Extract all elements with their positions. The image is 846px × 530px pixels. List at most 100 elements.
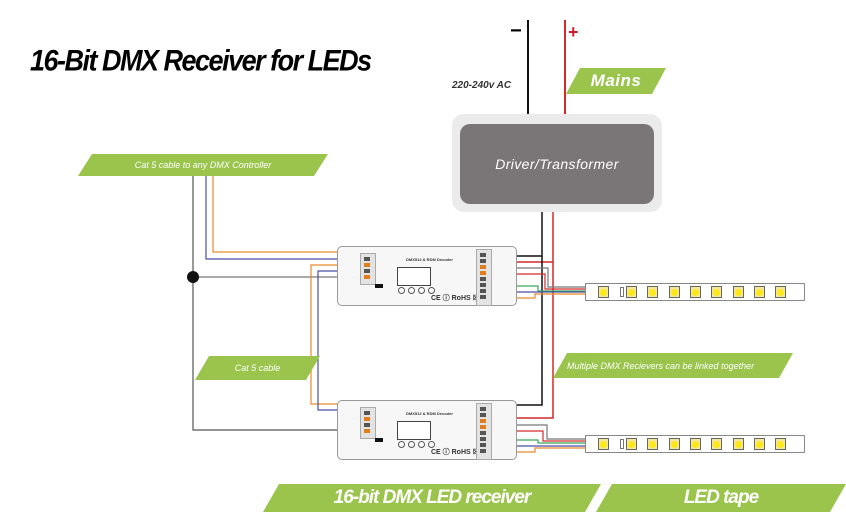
led-emitter <box>600 440 607 448</box>
led-emitter <box>628 440 635 448</box>
led-chip <box>775 286 787 298</box>
led-chip <box>732 286 744 298</box>
led-emitter <box>649 440 657 448</box>
terminal-screw <box>480 449 486 453</box>
certification-marks: CE ⓘ RoHS ☒ <box>431 449 479 456</box>
mains-banner: Mains <box>566 68 666 94</box>
tape2-grey-wire <box>491 424 585 440</box>
led-emitter <box>713 440 721 448</box>
led-chip <box>711 286 723 298</box>
dmx-input-terminal <box>360 253 376 285</box>
page-title: 16-Bit DMX Receiver for LEDs <box>30 44 372 77</box>
dmx-orange-wire <box>212 176 357 253</box>
led-chip <box>626 438 637 450</box>
enter-button <box>408 287 415 294</box>
terminal-screw <box>480 289 486 293</box>
led-chip <box>732 438 744 450</box>
terminal-screw <box>364 275 370 279</box>
terminal-screw <box>480 271 486 275</box>
tape2-red-wire <box>491 430 585 442</box>
led-emitter <box>670 440 678 448</box>
terminal-screw <box>480 437 486 441</box>
led-emitter <box>691 288 699 296</box>
dip-switch <box>375 438 383 442</box>
enter-button <box>408 441 415 448</box>
dmx-decoder-1: DMX512 & RDM Decoder CE ⓘ RoHS ☒ <box>337 246 517 306</box>
positive-symbol: + <box>568 22 579 42</box>
terminal-screw <box>480 407 486 411</box>
led-emitter <box>734 440 742 448</box>
output-terminal <box>476 249 492 306</box>
tape1-grey-wire <box>491 267 585 288</box>
terminal-screw <box>480 253 486 257</box>
led-emitter <box>649 288 657 296</box>
led-emitter <box>777 288 785 296</box>
terminal-screw <box>364 257 370 261</box>
up-button <box>418 441 425 448</box>
resistor <box>620 287 624 297</box>
led-emitter <box>691 440 699 448</box>
led-emitter <box>755 288 763 296</box>
cat5-link-banner: Cat 5 cable <box>195 356 320 380</box>
chain-orange-wire <box>310 264 357 405</box>
dmx-ground-wire <box>192 176 357 431</box>
junction-dot <box>187 271 199 283</box>
cat5-controller-banner: Cat 5 cable to any DMX Controller <box>78 154 328 176</box>
dmx-blue-wire <box>205 176 357 260</box>
led-emitter <box>734 288 742 296</box>
led-chip <box>647 286 659 298</box>
led-emitter <box>600 288 607 296</box>
terminal-screw <box>480 277 486 281</box>
driver-transformer-box: Driver/Transformer <box>460 124 654 204</box>
terminal-screw <box>364 411 370 415</box>
certification-marks: CE ⓘ RoHS ☒ <box>431 295 479 302</box>
led-chip <box>647 438 659 450</box>
led-emitter <box>628 288 635 296</box>
multiple-receivers-text: Multiple DMX Recievers can be linked tog… <box>567 360 755 371</box>
mode-button <box>398 441 405 448</box>
decoder-display <box>397 267 431 286</box>
voltage-label: 220-240v AC <box>452 80 512 91</box>
terminal-screw <box>480 431 486 435</box>
dmx-input-terminal <box>360 407 376 439</box>
led-chip <box>668 438 680 450</box>
terminal-screw <box>480 443 486 447</box>
terminal-screw <box>364 269 370 273</box>
terminal-screw <box>480 283 486 287</box>
led-emitter <box>755 440 763 448</box>
decoder-display <box>397 421 431 440</box>
resistor <box>620 439 624 449</box>
led-chip <box>775 438 787 450</box>
led-emitter <box>670 288 678 296</box>
terminal-screw <box>364 263 370 267</box>
led-tape-1 <box>585 283 805 301</box>
mode-button <box>398 287 405 294</box>
led-emitter <box>777 440 785 448</box>
led-tape-2 <box>585 435 805 453</box>
dip-switch <box>375 284 383 288</box>
led-chip <box>626 286 637 298</box>
led-chip <box>668 286 680 298</box>
terminal-screw <box>480 419 486 423</box>
led-chip <box>689 438 701 450</box>
output-terminal <box>476 403 492 460</box>
tape-caption-banner: LED tape <box>596 484 846 512</box>
led-emitter <box>713 288 721 296</box>
led-chip <box>711 438 723 450</box>
terminal-screw <box>364 429 370 433</box>
terminal-screw <box>364 417 370 421</box>
terminal-screw <box>480 265 486 269</box>
terminal-screw <box>480 413 486 417</box>
terminal-screw <box>480 425 486 429</box>
decoder-model-label: DMX512 & RDM Decoder <box>406 411 453 416</box>
terminal-screw <box>480 295 486 299</box>
decoder-model-label: DMX512 & RDM Decoder <box>406 257 453 262</box>
dmx-decoder-2: DMX512 & RDM Decoder CE ⓘ RoHS ☒ <box>337 400 517 460</box>
led-chip <box>753 286 765 298</box>
up-button <box>418 287 425 294</box>
led-chip <box>753 438 765 450</box>
multiple-receivers-banner: Multiple DMX Recievers can be linked tog… <box>553 353 793 378</box>
led-chip <box>689 286 701 298</box>
led-chip <box>598 286 609 298</box>
terminal-screw <box>480 259 486 263</box>
